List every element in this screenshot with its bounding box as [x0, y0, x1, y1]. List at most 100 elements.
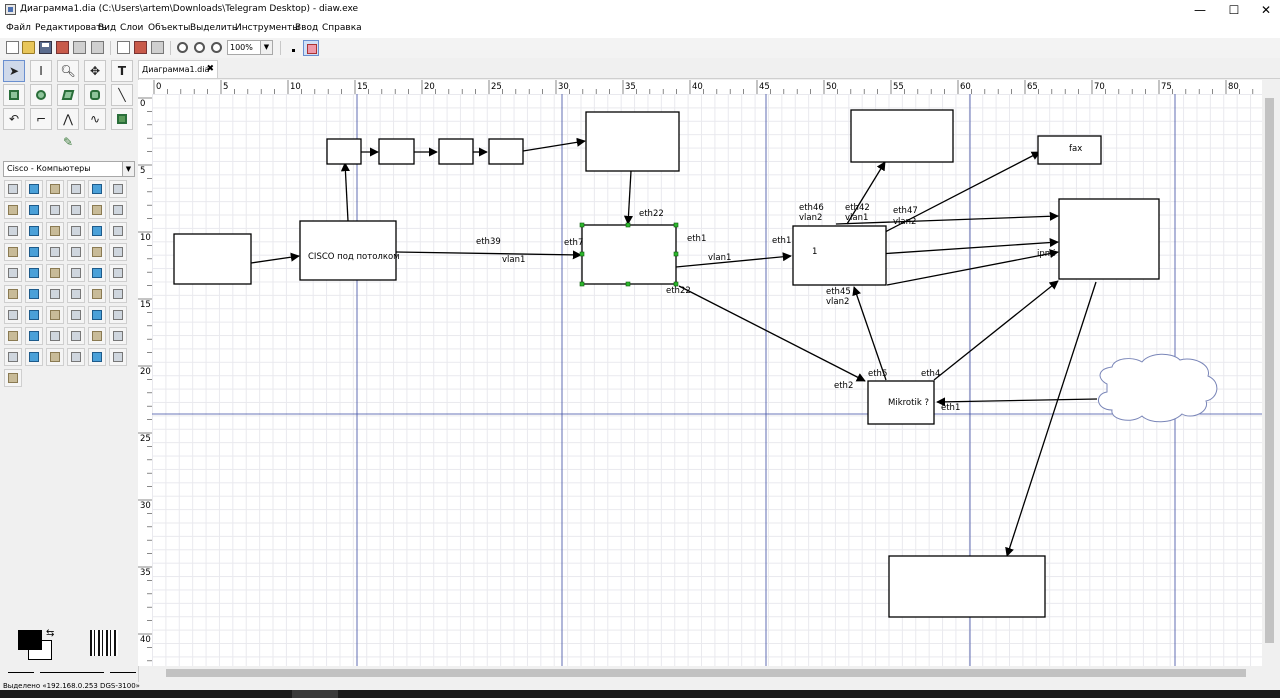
- cisco-shape-icon[interactable]: [67, 285, 85, 303]
- image-tool[interactable]: [111, 108, 133, 130]
- label-eth46[interactable]: eth46: [799, 203, 824, 213]
- cisco-shape-icon[interactable]: [25, 306, 43, 324]
- cisco-shape-icon[interactable]: [88, 222, 106, 240]
- chevron-down-icon[interactable]: ▼: [122, 162, 134, 176]
- cisco-shape-icon[interactable]: [67, 306, 85, 324]
- box-fax[interactable]: [1037, 135, 1102, 165]
- label-vlan2-c[interactable]: vlan2: [826, 297, 849, 307]
- label-ipmi[interactable]: ipmi: [1037, 249, 1055, 259]
- connection[interactable]: [886, 249, 1059, 286]
- cisco-shape-icon[interactable]: [46, 285, 64, 303]
- label-vlan2-a[interactable]: vlan2: [799, 213, 822, 223]
- cloud-shape[interactable]: [1098, 353, 1218, 423]
- label-eth2[interactable]: eth2: [834, 381, 853, 391]
- connection[interactable]: [933, 280, 1059, 381]
- snap-object-icon[interactable]: [303, 40, 319, 56]
- foreground-color-swatch[interactable]: [18, 630, 42, 650]
- connection[interactable]: [395, 250, 582, 260]
- export-icon[interactable]: [73, 41, 86, 54]
- cisco-shape-icon[interactable]: [67, 222, 85, 240]
- scroll-tool[interactable]: ✥: [84, 60, 106, 82]
- box-switch-selected[interactable]: [581, 224, 677, 285]
- save-icon[interactable]: [39, 41, 52, 54]
- cisco-shape-icon[interactable]: [67, 348, 85, 366]
- label-eth1-b[interactable]: eth1: [772, 236, 791, 246]
- cisco-shape-icon[interactable]: [25, 264, 43, 282]
- cisco-shape-icon[interactable]: [109, 327, 127, 345]
- scroll-thumb[interactable]: [166, 669, 1246, 677]
- text-tool[interactable]: T: [111, 60, 133, 82]
- beziergon-tool[interactable]: [84, 84, 106, 106]
- cisco-shape-icon[interactable]: [88, 348, 106, 366]
- cisco-shape-icon[interactable]: [4, 348, 22, 366]
- cisco-shape-icon[interactable]: [4, 285, 22, 303]
- box-top-center[interactable]: [585, 111, 680, 172]
- menu-input[interactable]: Ввод: [295, 23, 319, 33]
- connection[interactable]: [675, 252, 792, 268]
- cisco-shape-icon[interactable]: [46, 180, 64, 198]
- text-edit-tool[interactable]: I: [30, 60, 52, 82]
- connection[interactable]: [852, 286, 887, 381]
- cisco-shape-icon[interactable]: [88, 243, 106, 261]
- label-vlan2-b[interactable]: vlan2: [893, 217, 916, 227]
- cisco-shape-icon[interactable]: [25, 243, 43, 261]
- swap-colors-icon[interactable]: ⇆: [46, 628, 55, 639]
- box-left[interactable]: [173, 233, 252, 285]
- label-eth1-a[interactable]: eth1: [687, 234, 706, 244]
- cisco-shape-icon[interactable]: [46, 201, 64, 219]
- cisco-shape-icon[interactable]: [46, 222, 64, 240]
- line-style-icon[interactable]: [40, 672, 104, 673]
- menu-edit[interactable]: Редактировать: [35, 23, 107, 33]
- label-vlan1-b[interactable]: vlan1: [708, 253, 731, 263]
- cisco-shape-icon[interactable]: [25, 201, 43, 219]
- cisco-shape-icon[interactable]: [109, 243, 127, 261]
- cisco-shape-icon[interactable]: [109, 264, 127, 282]
- label-eth22-bottom[interactable]: eth22: [666, 286, 691, 296]
- label-eth39[interactable]: eth39: [476, 237, 501, 247]
- cisco-shape-icon[interactable]: [67, 264, 85, 282]
- cisco-shape-icon[interactable]: [88, 180, 106, 198]
- magnify-tool[interactable]: 🔍︎: [57, 60, 79, 82]
- sheet-selector[interactable]: Cisco - Компьютеры ▼: [3, 161, 135, 177]
- cisco-shape-icon[interactable]: [109, 180, 127, 198]
- connection[interactable]: [623, 170, 634, 225]
- copy-icon[interactable]: [117, 41, 130, 54]
- menu-help[interactable]: Справка: [322, 23, 362, 33]
- connection[interactable]: [250, 252, 300, 264]
- cisco-shape-icon[interactable]: [88, 264, 106, 282]
- box-server[interactable]: [1058, 198, 1160, 280]
- box-core[interactable]: [792, 225, 887, 286]
- zoom-out-icon[interactable]: [211, 42, 222, 53]
- arc-tool[interactable]: ↶: [3, 108, 25, 130]
- minimize-button[interactable]: —: [1194, 3, 1206, 17]
- cisco-shape-icon[interactable]: [88, 285, 106, 303]
- cisco-shape-icon[interactable]: [67, 201, 85, 219]
- cisco-shape-icon[interactable]: [67, 180, 85, 198]
- cisco-shape-icon[interactable]: [109, 222, 127, 240]
- cisco-shape-icon[interactable]: [109, 285, 127, 303]
- box-small-2[interactable]: [378, 138, 415, 165]
- scroll-thumb[interactable]: [1265, 98, 1274, 643]
- menu-select[interactable]: Выделить: [190, 23, 238, 33]
- text-cursor-label[interactable]: 1: [812, 247, 817, 257]
- cisco-shape-icon[interactable]: [46, 264, 64, 282]
- cisco-shape-icon[interactable]: [25, 180, 43, 198]
- close-button[interactable]: ✕: [1260, 3, 1272, 17]
- mikrotik-label[interactable]: Mikrotik ?: [888, 398, 929, 408]
- cisco-shape-icon[interactable]: [4, 264, 22, 282]
- bezier-tool[interactable]: ∿: [84, 108, 106, 130]
- box-bottom[interactable]: [888, 555, 1046, 618]
- new-icon[interactable]: [6, 41, 19, 54]
- label-eth47[interactable]: eth47: [893, 206, 918, 216]
- ellipse-tool[interactable]: [30, 84, 52, 106]
- menu-objects[interactable]: Объекты: [148, 23, 191, 33]
- line-tool[interactable]: ╲: [111, 84, 133, 106]
- box-mikrotik[interactable]: [867, 380, 935, 425]
- cisco-shape-icon[interactable]: [25, 222, 43, 240]
- open-icon[interactable]: [22, 41, 35, 54]
- cisco-shape-icon[interactable]: [109, 201, 127, 219]
- cisco-shape-icon[interactable]: [46, 243, 64, 261]
- maximize-button[interactable]: ☐: [1228, 3, 1240, 17]
- cisco-label[interactable]: CISCO под потолком: [308, 252, 400, 262]
- label-eth22-top[interactable]: eth22: [639, 209, 664, 219]
